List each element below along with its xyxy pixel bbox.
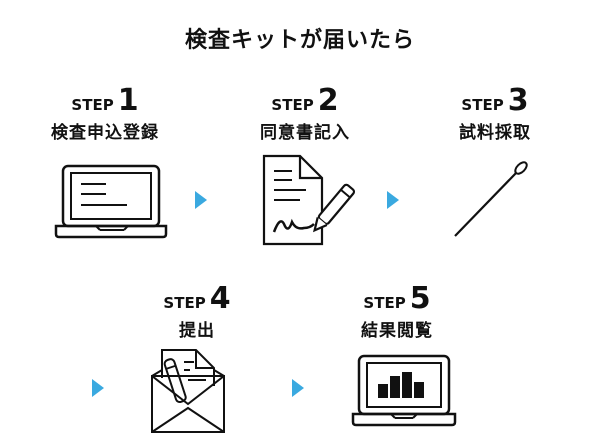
laptop-text-icon	[54, 164, 168, 239]
envelope-letter-icon	[151, 349, 225, 433]
step-word: STEP	[461, 96, 504, 114]
step-label: 同意書記入	[260, 123, 350, 143]
step-label: 検査申込登録	[51, 123, 159, 143]
step-label: 試料採取	[459, 123, 531, 143]
step-number: 2	[317, 83, 339, 118]
step-number: 3	[507, 83, 529, 118]
step-word: STEP	[71, 96, 114, 114]
arrow-right-icon	[387, 191, 399, 209]
document-sign-icon	[262, 154, 356, 246]
step-label: 提出	[179, 321, 215, 341]
arrow-right-icon	[292, 379, 304, 397]
arrow-right-icon	[195, 191, 207, 209]
page-title: 検査キットが届いたら	[184, 28, 415, 53]
step-word: STEP	[363, 294, 406, 312]
swab-icon	[454, 161, 528, 237]
step-label: 結果閲覧	[361, 321, 433, 341]
step-number: 5	[409, 281, 431, 316]
step-word: STEP	[271, 96, 314, 114]
step-number: 1	[117, 83, 139, 118]
arrow-right-icon	[92, 379, 104, 397]
laptop-chart-icon	[351, 354, 457, 427]
step-word: STEP	[163, 294, 206, 312]
step-number: 4	[209, 281, 231, 316]
